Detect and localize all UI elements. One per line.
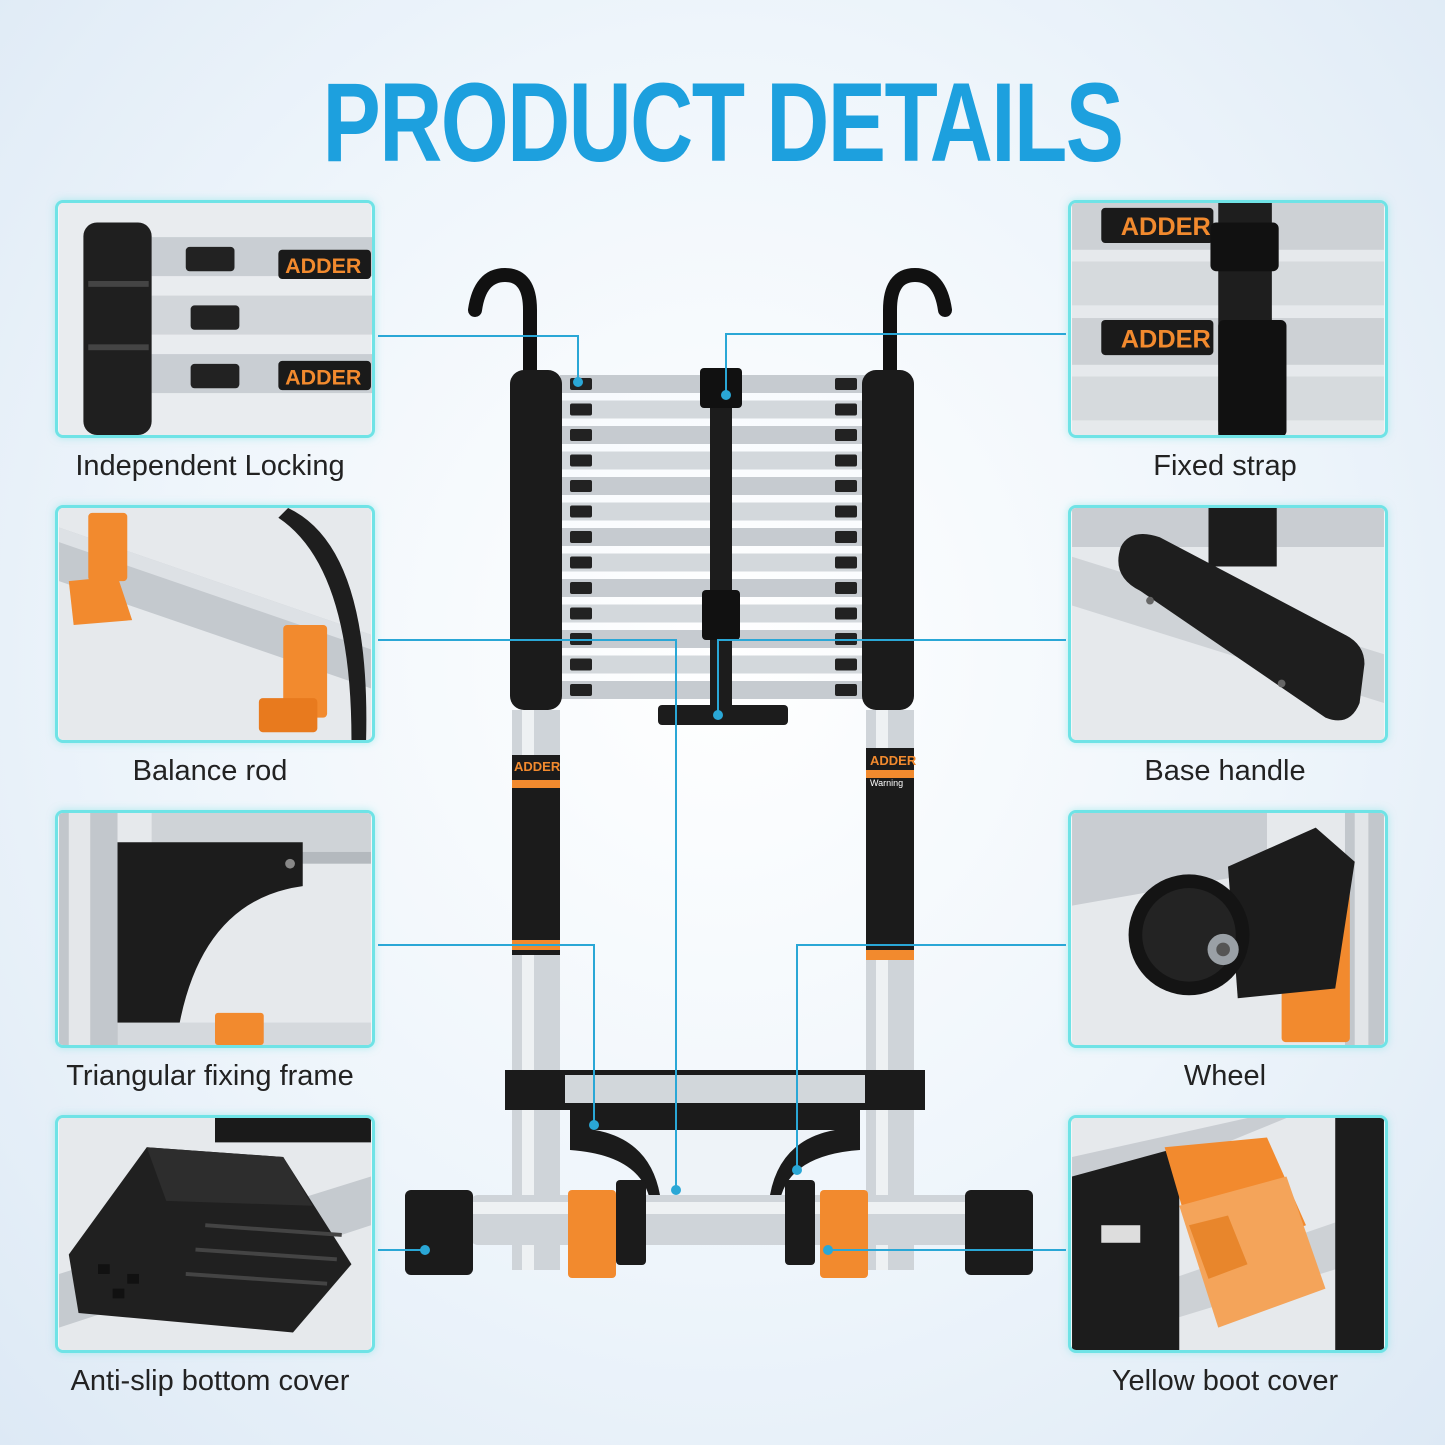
- rung-lock: [835, 607, 857, 620]
- rung-lock: [835, 633, 857, 645]
- balance-rod-panel: [55, 505, 375, 743]
- caption-yellow-boot-cover: Yellow boot cover: [1111, 1365, 1339, 1397]
- rung-lock: [570, 505, 592, 518]
- rung-lock: [835, 684, 857, 696]
- rung-lock: [835, 429, 857, 441]
- rung-lock: [835, 658, 857, 671]
- rung-lock: [570, 582, 592, 594]
- yellow-boot-panel: [1068, 1115, 1388, 1353]
- page-title: PRODUCT DETAILS: [322, 60, 1124, 185]
- caption-fixed-strap: Fixed strap: [1153, 450, 1297, 482]
- brand-text: ADDER: [514, 759, 561, 774]
- brand-text: ADDER: [285, 365, 362, 389]
- caption-triangular-fixing-frame: Triangular fixing frame: [66, 1060, 354, 1092]
- rung-lock: [570, 378, 592, 390]
- boot-cover-icon: [1072, 1118, 1384, 1350]
- independent-locking-panel: ADDER ADDER: [55, 200, 375, 438]
- rung-lock: [835, 582, 857, 594]
- wheel-panel: [1068, 810, 1388, 1048]
- rung-lock: [570, 607, 592, 620]
- rung-lock: [570, 658, 592, 671]
- rung-lock: [570, 531, 592, 543]
- foot-cap-icon: [59, 1118, 371, 1350]
- rung-lock: [570, 633, 592, 645]
- triangle-frame-icon: [59, 813, 371, 1045]
- rung-lock: [835, 505, 857, 518]
- caption-independent-locking: Independent Locking: [75, 450, 345, 482]
- caption-anti-slip-bottom-cover: Anti-slip bottom cover: [70, 1365, 350, 1397]
- rung-lock: [835, 531, 857, 543]
- balance-rod-icon: [59, 508, 371, 740]
- rung-lock: [570, 429, 592, 441]
- rung-lock: [570, 403, 592, 416]
- strap-icon: ADDER ADDER: [1072, 203, 1384, 435]
- rung-lock: [835, 556, 857, 569]
- triangular-frame-panel: [55, 810, 375, 1048]
- ladder-illustration: ADDER ADDER Warning: [405, 267, 1033, 1278]
- warning-text: Warning: [870, 778, 903, 788]
- rung-lock: [835, 378, 857, 390]
- caption-base-handle: Base handle: [1144, 755, 1306, 787]
- caption-balance-rod: Balance rod: [132, 755, 288, 787]
- brand-text: ADDER: [1121, 213, 1211, 241]
- fixed-strap-panel: ADDER ADDER: [1068, 200, 1388, 438]
- lock-latch-icon: ADDER ADDER: [59, 203, 372, 435]
- rung-lock: [570, 454, 592, 467]
- rung-lock: [570, 556, 592, 569]
- rung-lock: [835, 403, 857, 416]
- anti-slip-panel: [55, 1115, 375, 1353]
- handle-icon: [1072, 508, 1384, 740]
- rung-lock: [570, 684, 592, 696]
- wheel-icon: [1072, 813, 1384, 1045]
- brand-text: ADDER: [870, 753, 917, 768]
- caption-wheel: Wheel: [1183, 1060, 1267, 1092]
- brand-text: ADDER: [1121, 325, 1211, 353]
- rung-lock: [835, 454, 857, 467]
- rung-lock: [835, 480, 857, 492]
- base-handle-panel: [1068, 505, 1388, 743]
- rung-lock: [570, 480, 592, 492]
- brand-text: ADDER: [285, 254, 362, 278]
